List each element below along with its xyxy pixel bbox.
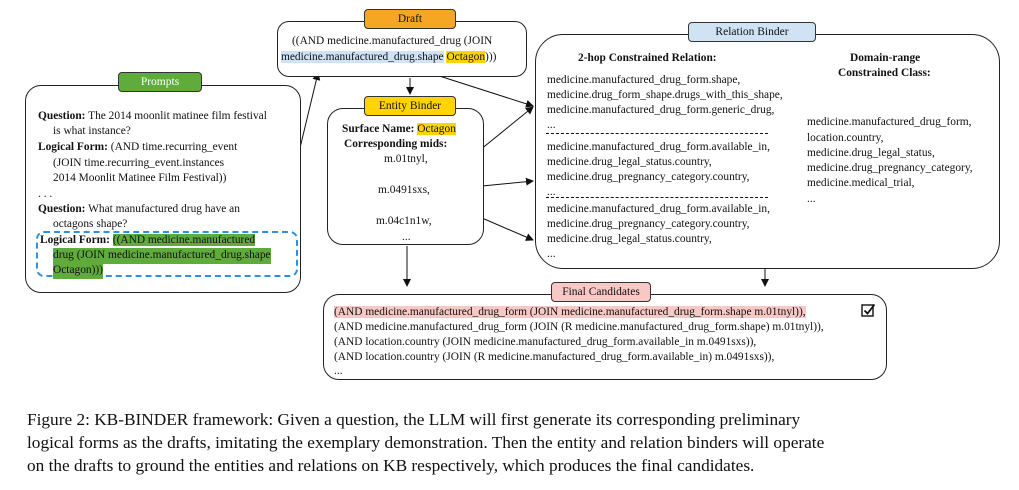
relation-item: medicine.drug_form_shape.drugs_with_this… <box>547 89 783 101</box>
class-item: medicine.drug_legal_status, <box>807 147 935 159</box>
final-candidates-tag: Final Candidates <box>551 282 651 302</box>
final-candidate: ... <box>334 365 343 377</box>
relation-binder-tag: Relation Binder <box>688 22 816 42</box>
entity-mid-item: m.01tnyl, <box>384 153 428 165</box>
entity-surface-name: Surface Name: Octagon <box>342 123 456 135</box>
prompts-logical-form-1: Logical Form: (AND time.recurring_event <box>38 141 238 153</box>
caption-line: on the drafts to ground the entities and… <box>27 456 755 475</box>
class-item: medicine.manufactured_drug_form, <box>807 116 972 128</box>
relation-col2-title-cont: Constrained Class: <box>838 67 931 79</box>
draft-line-1: ((AND medicine.manufactured_drug (JOIN <box>292 35 493 47</box>
entity-binder-tag: Entity Binder <box>364 96 456 116</box>
prompts-logical-form-2-l3: Octagon))) <box>53 263 103 279</box>
relation-item: medicine.manufactured_drug_form.generic_… <box>547 104 775 116</box>
relation-item: medicine.drug_pregnancy_category.country… <box>547 171 750 183</box>
prompts-ellipsis: . . . <box>38 188 53 200</box>
final-candidate: (AND medicine.manufactured_drug_form (JO… <box>334 306 806 318</box>
prompts-question-2-cont: octagons shape? <box>53 218 128 230</box>
draft-box <box>277 21 527 77</box>
class-item: location.country, <box>807 132 884 144</box>
arrow-mid2-to-relation <box>481 177 534 187</box>
draft-line-2: medicine.manufactured_drug.shape Octagon… <box>281 51 497 63</box>
final-candidate: (AND location.country (JOIN (R medicine.… <box>334 351 775 363</box>
relation-item: medicine.drug_pregnancy_category.country… <box>547 218 750 230</box>
prompts-logical-form-1-l3: 2014 Moonlit Matinee Film Festival)) <box>53 172 227 184</box>
figure-caption: Figure 2: KB-BINDER framework: Given a q… <box>27 408 997 477</box>
caption-line: logical forms as the drafts, imitating t… <box>27 433 825 452</box>
prompts-tag: Prompts <box>118 72 202 92</box>
relation-item: medicine.manufactured_drug_form.availabl… <box>547 203 770 215</box>
prompts-question-1: Question: The 2014 moonlit matinee film … <box>38 110 267 122</box>
caption-line: Figure 2: KB-BINDER framework: Given a q… <box>27 410 801 429</box>
entity-mids-label: Corresponding mids: <box>344 138 448 150</box>
entity-mid-item: m.04c1n1w, <box>376 215 432 227</box>
entity-mid-item: ... <box>402 231 411 243</box>
relation-item: medicine.drug_legal_status.country, <box>547 156 712 168</box>
entity-mid-item: m.0491sxs, <box>378 184 430 196</box>
relation-item: medicine.manufactured_drug_form.shape, <box>547 74 741 86</box>
prompts-logical-form-1-l2: (JOIN time.recurring_event.instances <box>53 157 225 169</box>
class-item: medicine.medical_trial, <box>807 177 915 189</box>
prompts-logical-form-2-l2: drug (JOIN medicine.manufactured_drug.sh… <box>53 248 271 264</box>
draft-tag: Draft <box>364 9 456 29</box>
final-candidate: (AND medicine.manufactured_drug_form (JO… <box>334 321 824 333</box>
prompts-logical-form-2-dashed-frame <box>36 231 298 277</box>
relation-item: ... <box>547 248 556 260</box>
arrow-draft-to-relation <box>429 72 534 108</box>
relation-item: ... <box>547 186 556 198</box>
relation-item: medicine.manufactured_drug_form.availabl… <box>547 141 770 153</box>
prompts-question-1-cont: is what instance? <box>53 125 131 137</box>
relation-divider <box>546 133 768 134</box>
relation-divider <box>546 197 768 198</box>
checkbox-check-icon <box>861 303 876 317</box>
relation-item: ... <box>547 119 556 131</box>
prompts-logical-form-2: Logical Form: ((AND medicine.manufacture… <box>40 234 256 246</box>
relation-col2-title: Domain-range <box>850 52 921 64</box>
final-candidate: (AND location.country (JOIN medicine.man… <box>334 336 757 348</box>
prompts-question-2: Question: What manufactured drug have an <box>38 203 240 215</box>
class-item: medicine.drug_pregnancy_category, <box>807 162 973 174</box>
relation-col1-title: 2-hop Constrained Relation: <box>578 52 717 64</box>
relation-binder-box <box>535 34 1000 269</box>
arrow-mid1-to-relation <box>479 106 534 151</box>
arrow-mid3-to-relation <box>481 217 534 241</box>
relation-item: medicine.drug_legal_status.country, <box>547 233 712 245</box>
class-item: ... <box>807 193 816 205</box>
